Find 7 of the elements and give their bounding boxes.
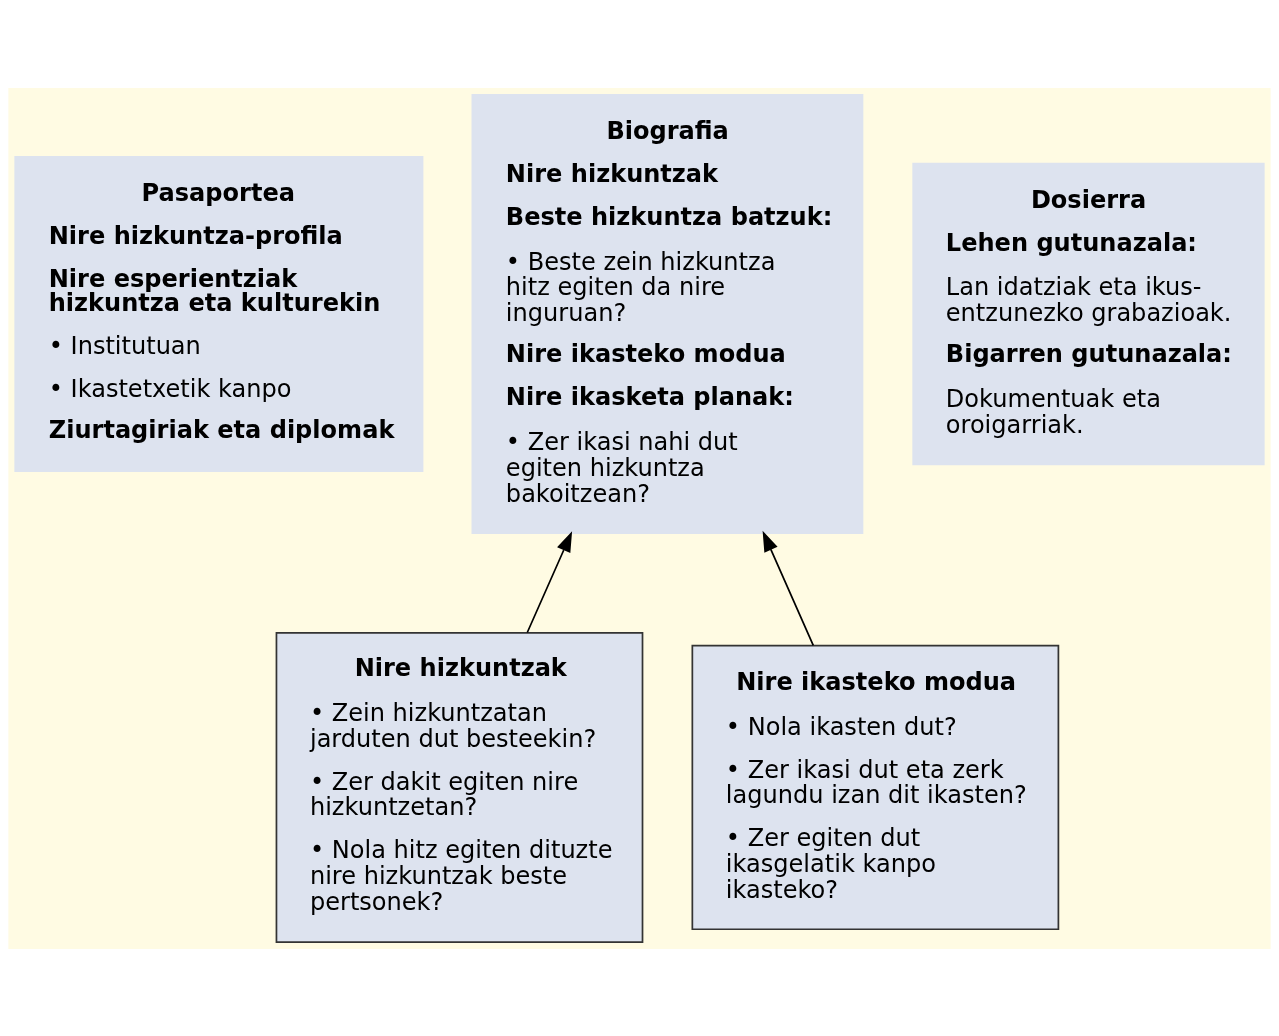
arrow bbox=[526, 530, 573, 633]
node-box: Dosierra Lehen gutunazala: Lan idatziak eta ikus-entzunezko grabazioak. Bigarren gutunazala: Dokumentuak eta oroigarriak. bbox=[912, 162, 1265, 465]
node-box: Biografia Nire hizkuntzak Beste hizkuntza batzuk: • Beste zein hizkuntza hitz egiten da nire inguruan? Nire ikasteko modua Nire ikasketa planak: • Zer ikasi nahi dut egiten hizkuntza bakoitzean? bbox=[471, 93, 864, 534]
node-box: Nire ikasteko modua • Nola ikasten dut? • Zer ikasi dut eta zerk lagundu izan dit ikasten? • Zer egiten dut ikasgelatik kanpo ikasteko? bbox=[691, 644, 1060, 930]
node-box: Nire hizkuntzak • Zein hizkuntzatan jarduten dut besteekin? • Zer dakit egiten nire hizkuntzetan? • Nola hitz egiten dituzte nire hizkuntzak beste pertsonek? bbox=[275, 631, 644, 943]
arrow bbox=[762, 530, 815, 646]
node-box: Pasaportea Nire hizkuntza-profila Nire esperientziak hizkuntza eta kulturekin • Institutuan • Ikastetxetik kanpo Ziurtagiriak eta diplomak bbox=[14, 155, 424, 472]
